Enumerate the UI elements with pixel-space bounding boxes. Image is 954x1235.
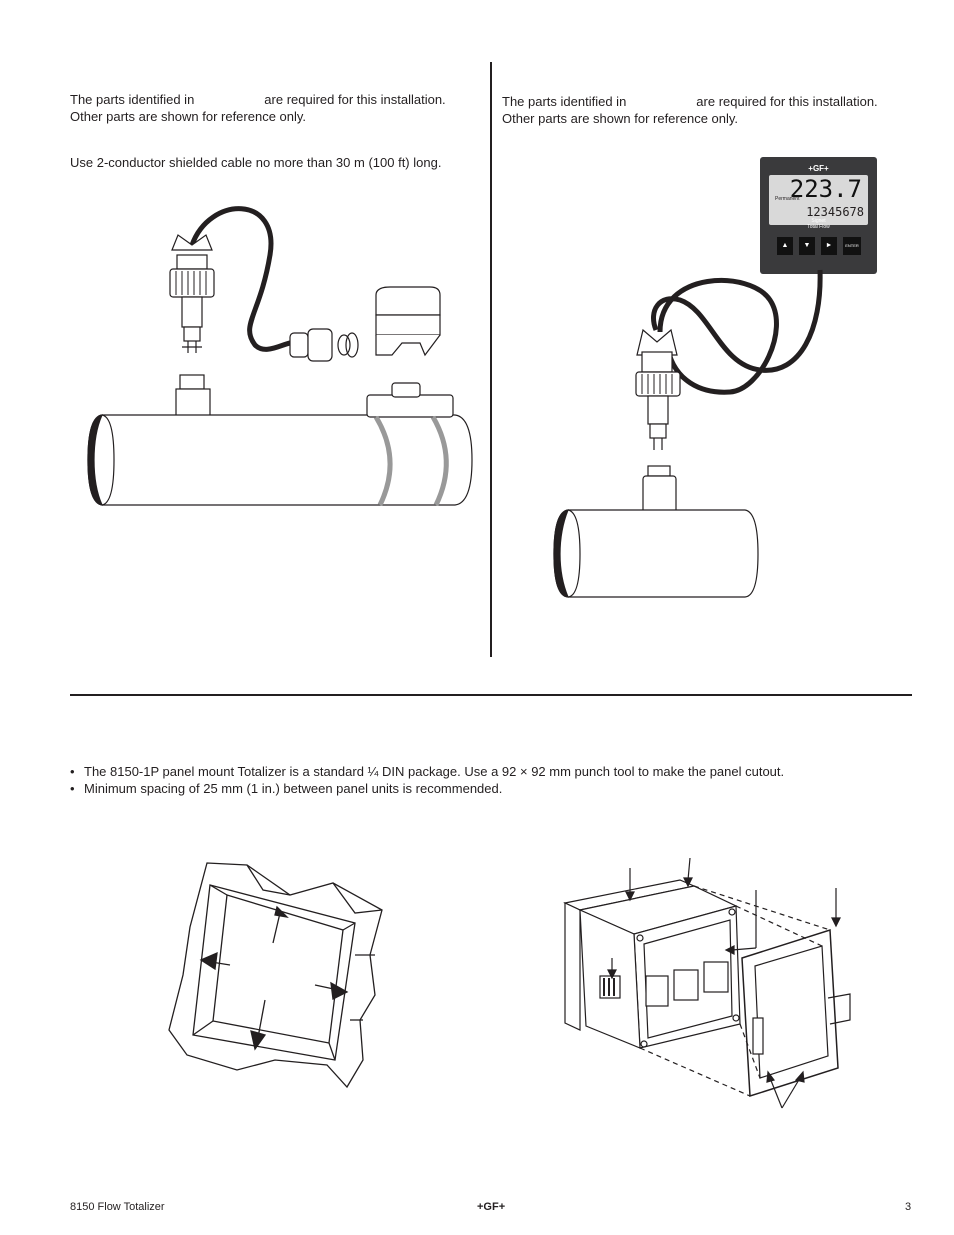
right-parts-note-b: are required for this installation. [696, 94, 878, 109]
column-divider [490, 62, 492, 657]
left-parts-note-a: The parts identified in [70, 92, 195, 107]
panel-mount-assembly-illustration [563, 857, 851, 1109]
section-divider [70, 694, 912, 696]
meter-brand: Signet [811, 218, 826, 224]
left-parts-note: The parts identified in are required for … [70, 91, 446, 108]
meter-right-button[interactable]: ► [821, 237, 837, 255]
left-parts-note-b: are required for this installation. [264, 92, 446, 107]
totalizer-meter: +GF+ 223.7 Permanent 12345678 Signet Tot… [760, 157, 877, 274]
panel-mount-notes: The 8150-1P panel mount Totalizer is a s… [70, 763, 784, 797]
right-parts-note-a: The parts identified in [502, 94, 627, 109]
meter-display: 223.7 Permanent 12345678 [769, 175, 868, 225]
meter-cable [651, 269, 823, 373]
meter-total-value: 12345678 [806, 205, 864, 219]
meter-down-button[interactable]: ▼ [799, 237, 815, 255]
meter-sub-label: Permanent [775, 196, 800, 202]
meter-caption: Total Flow [807, 224, 830, 230]
bullet-item: Minimum spacing of 25 mm (1 in.) between… [70, 780, 784, 797]
right-reference-note: Other parts are shown for reference only… [502, 111, 739, 126]
left-reference-note: Other parts are shown for reference only… [70, 109, 307, 124]
meter-logo: +GF+ [808, 164, 829, 173]
bullet-item: The 8150-1P panel mount Totalizer is a s… [70, 763, 784, 780]
page-number: 3 [905, 1201, 912, 1213]
left-installation-illustration [87, 206, 473, 507]
panel-cutout-illustration [168, 862, 383, 1089]
cable-note: Use 2-conductor shielded cable no more t… [70, 155, 442, 170]
meter-up-button[interactable]: ▲ [777, 237, 793, 255]
right-parts-note: The parts identified in are required for … [502, 93, 878, 110]
footer-logo: +GF+ [477, 1201, 506, 1213]
right-installation-illustration [553, 277, 779, 598]
footer-product: 8150 Flow Totalizer [70, 1201, 165, 1213]
meter-enter-button[interactable]: ENTER [843, 237, 861, 255]
meter-main-value: 223.7 [789, 175, 862, 203]
